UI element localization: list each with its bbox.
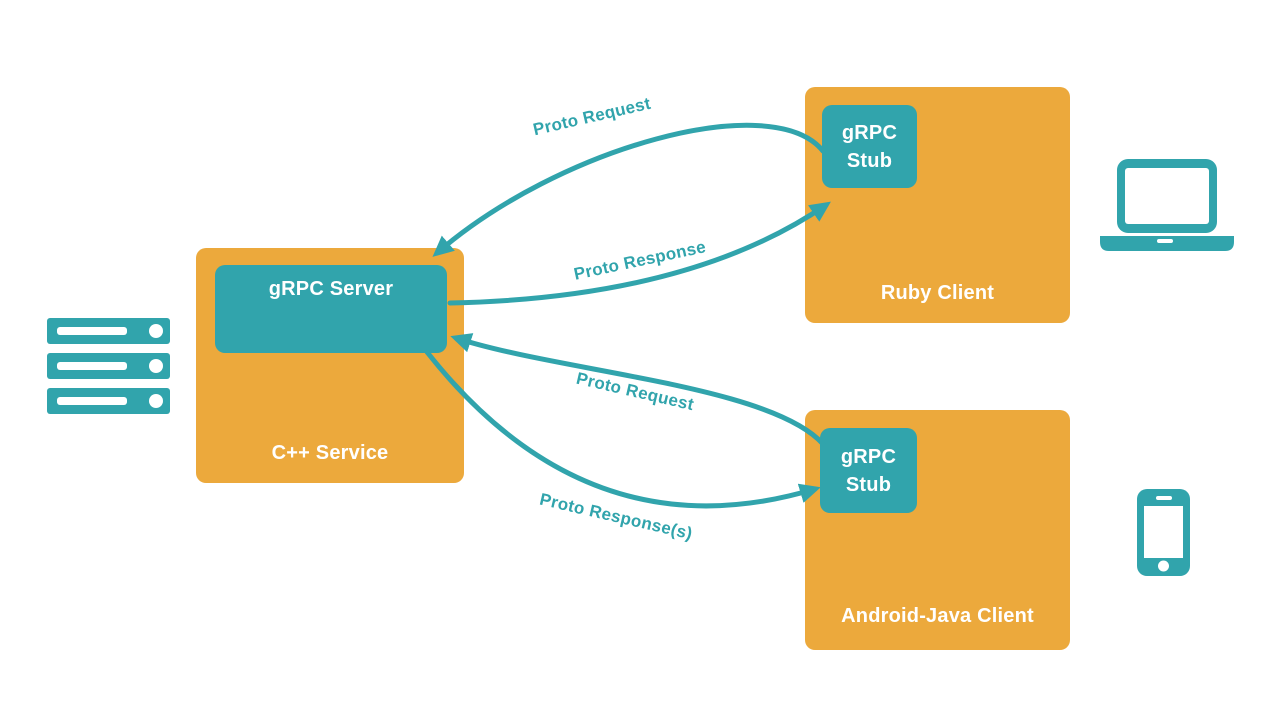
android-stub-label-line1: gRPC [840,445,897,468]
arrow-proto-request-android-to-server [450,333,826,447]
grpc-server-label: gRPC Server [268,278,394,300]
server-rack-icon [47,318,170,414]
android-grpc-stub-box: gRPC Stub [820,428,917,513]
ruby-client-box: Ruby Client [805,87,1070,323]
server-rack-unit [47,318,170,344]
ruby-stub-label-line2: Stub [846,149,893,172]
ruby-stub-label-line1: gRPC [841,121,898,144]
laptop-icon [1100,159,1234,251]
android-stub-label-line2: Stub [845,473,892,496]
server-rack-unit [47,388,170,414]
cpp-service-label: C++ Service [271,442,389,464]
arrow-proto-response-server-to-ruby [447,201,831,306]
smartphone-icon [1137,489,1190,576]
arrow-proto-request-ruby-to-server [432,122,826,257]
ruby-grpc-stub-box: gRPC Stub [822,105,917,188]
arrow-proto-response-server-to-android [424,349,821,509]
ruby-client-label: Ruby Client [880,282,995,304]
grpc-server-box: gRPC Server [215,265,447,353]
server-rack-unit [47,353,170,379]
android-client-label: Android-Java Client [841,605,1034,627]
